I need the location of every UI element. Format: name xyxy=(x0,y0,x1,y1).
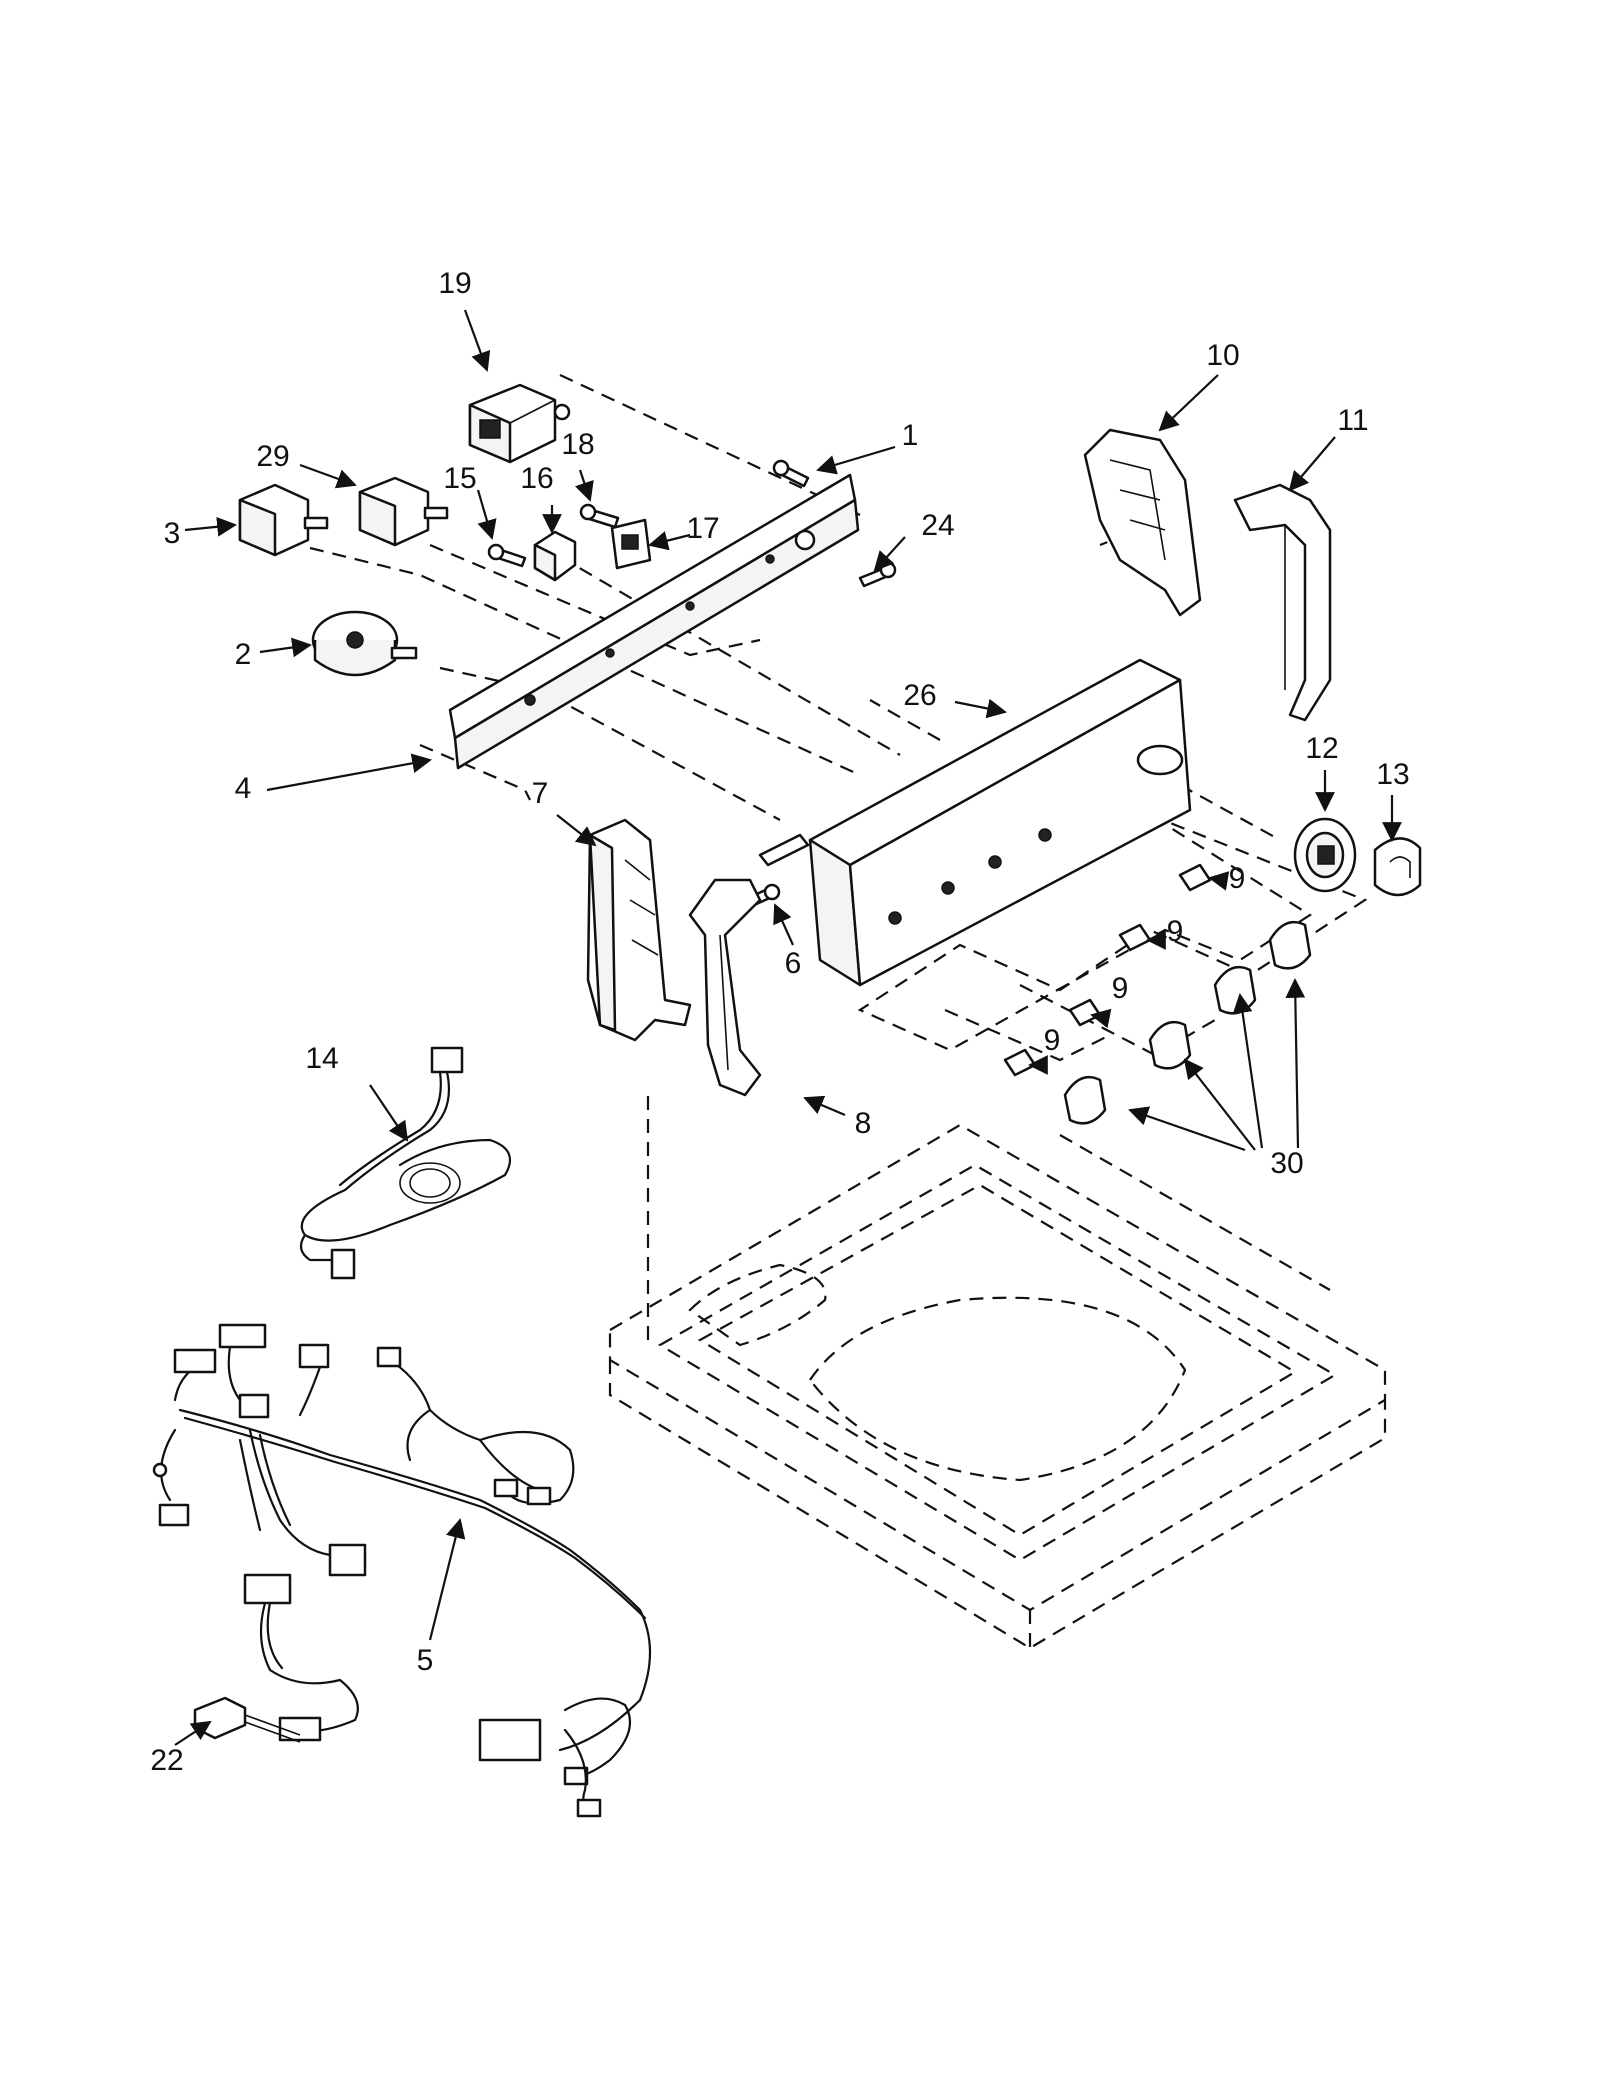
callout-9-c: 9 xyxy=(1112,972,1129,1005)
callout-6: 6 xyxy=(785,947,802,980)
part-11-end-cap-trim xyxy=(1233,483,1332,722)
part-26-console xyxy=(758,658,1192,987)
callout-22: 22 xyxy=(150,1744,183,1777)
callout-29: 29 xyxy=(256,440,289,473)
callout-9-b: 9 xyxy=(1167,915,1184,948)
part-5-wiring-harness xyxy=(152,1323,652,1818)
part-9-clips xyxy=(1003,863,1212,1077)
callout-7: 7 xyxy=(532,777,549,810)
part-12-knob-skirt xyxy=(1293,817,1357,893)
part-7-end-cap xyxy=(586,818,692,1042)
callout-26: 26 xyxy=(903,679,936,712)
callout-8: 8 xyxy=(855,1107,872,1140)
callout-30: 30 xyxy=(1270,1147,1303,1180)
callout-24: 24 xyxy=(921,509,954,542)
callout-18: 18 xyxy=(561,428,594,461)
callout-13: 13 xyxy=(1376,758,1409,791)
callout-1: 1 xyxy=(902,419,919,452)
callout-5: 5 xyxy=(417,1644,434,1677)
part-3-rotary-switch xyxy=(238,483,329,557)
callout-2: 2 xyxy=(235,638,252,671)
callout-14: 14 xyxy=(305,1042,338,1075)
callout-15: 15 xyxy=(443,462,476,495)
callout-12: 12 xyxy=(1305,732,1338,765)
part-17-bracket xyxy=(610,518,652,570)
callout-17: 17 xyxy=(686,512,719,545)
callout-4: 4 xyxy=(235,772,252,805)
callout-19: 19 xyxy=(438,267,471,300)
leader-arrows xyxy=(174,309,1402,1746)
part-19-switch xyxy=(468,383,571,464)
callout-9-d: 9 xyxy=(1044,1024,1061,1057)
part-4-panel-bracket xyxy=(448,473,860,770)
part-15-screw xyxy=(487,543,527,568)
part-14-power-cord xyxy=(299,1046,512,1280)
callout-labels: 19 1 29 3 15 16 18 17 2 4 24 10 11 26 12… xyxy=(150,267,1409,1777)
part-29-rotary-switch xyxy=(358,476,449,547)
part-13-knob xyxy=(1373,837,1422,897)
callout-9-a: 9 xyxy=(1229,862,1246,895)
callout-10: 10 xyxy=(1206,339,1239,372)
part-30-knobs xyxy=(1063,920,1312,1125)
part-1-screw xyxy=(772,459,810,488)
callout-3: 3 xyxy=(164,517,181,550)
callout-11: 11 xyxy=(1337,404,1368,437)
part-18-screw xyxy=(579,503,620,529)
washer-top-outline xyxy=(608,1123,1387,1650)
callout-16: 16 xyxy=(520,462,553,495)
part-8-end-cap-trim xyxy=(688,878,762,1097)
part-2-timer xyxy=(311,610,418,677)
part-10-end-cap xyxy=(1083,428,1202,617)
part-16-bracket xyxy=(533,530,577,582)
